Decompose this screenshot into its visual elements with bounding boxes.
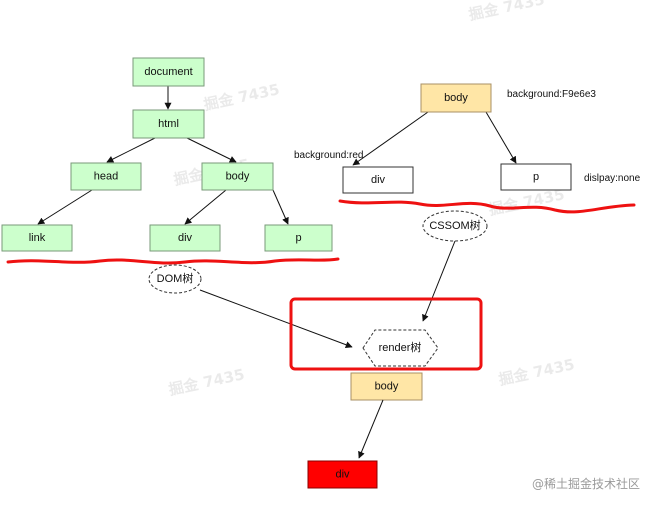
cssom-body-style: background:F9e6e3 [507, 89, 596, 100]
dom-node-head: head [70, 162, 142, 191]
dom-tree-label-text: DOM树 [157, 271, 194, 285]
cssom-p-style: dislpay:none [584, 173, 641, 184]
render-tree-label-text: render树 [379, 340, 422, 354]
cssom-node-body: body [420, 83, 492, 113]
cssom-node-div: div [342, 166, 414, 194]
dom-node-p: p [264, 224, 333, 252]
node-label: div [178, 232, 193, 244]
edge-cssom-to-render [422, 240, 456, 322]
watermark-ghost: 掘金 7435 [467, 0, 546, 24]
node-label: link [29, 232, 46, 244]
watermark-ghost: 掘金 7435 [497, 355, 576, 389]
dom-underline [6, 257, 340, 265]
node-label: body [375, 380, 399, 392]
edge-html-body [186, 137, 237, 163]
node-label: body [444, 92, 468, 104]
dom-node-document: document [132, 57, 205, 87]
edge-html-head [106, 137, 156, 163]
cssom-div-style: background:red [294, 150, 364, 161]
node-label: body [226, 170, 250, 182]
render-node-div: div [307, 460, 378, 489]
cssom-tree: body background:F9e6e3 div background:re… [294, 83, 641, 194]
dom-tree-label: DOM树 [148, 264, 202, 294]
node-label: p [295, 232, 301, 244]
node-label: div [371, 174, 386, 186]
cssom-tree-label-text: CSSOM树 [429, 218, 480, 232]
cssom-node-p: p [500, 163, 572, 191]
render-tree: body div [307, 372, 423, 489]
edge-render-body-div [358, 399, 384, 459]
render-highlight-box [289, 297, 483, 371]
dom-node-link: link [1, 224, 73, 252]
watermark-text: @稀土掘金技术社区 [532, 476, 640, 491]
node-label: div [335, 468, 350, 480]
edge-head-link [37, 189, 93, 225]
node-label: html [158, 118, 179, 130]
dom-node-html: html [132, 109, 205, 139]
dom-node-body: body [201, 162, 274, 191]
edge-body-p [272, 189, 289, 225]
watermark-ghost: 掘金 7435 [202, 80, 281, 114]
edge-css-body-div [352, 111, 429, 166]
node-label: document [144, 66, 192, 78]
dom-tree: document html head body link div p [1, 57, 333, 252]
cssom-underline [338, 199, 636, 214]
render-tree-label: render树 [362, 329, 439, 367]
edge-css-body-p [485, 111, 517, 164]
edge-body-div [184, 189, 227, 225]
node-label: head [94, 170, 118, 182]
dom-node-div: div [149, 224, 221, 252]
watermark-ghost: 掘金 7435 [167, 365, 246, 399]
node-label: p [533, 171, 539, 183]
edge-dom-to-render [199, 289, 353, 349]
cssom-tree-label: CSSOM树 [422, 210, 488, 242]
render-node-body: body [350, 372, 423, 401]
